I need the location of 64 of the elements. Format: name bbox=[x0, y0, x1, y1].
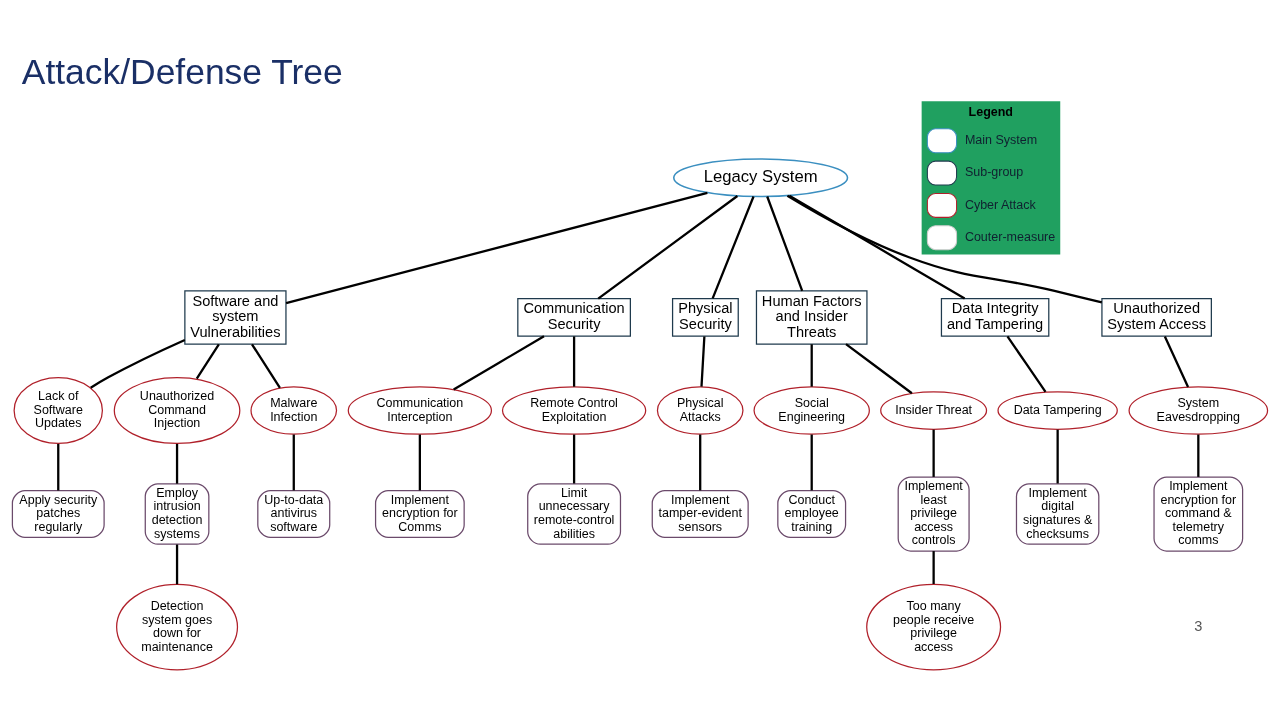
node-ellipse: Legacy System bbox=[673, 157, 849, 197]
connector bbox=[1197, 434, 1200, 477]
connector bbox=[572, 335, 576, 387]
connector bbox=[1056, 429, 1059, 483]
legend-label: Couter-measure bbox=[964, 229, 1056, 244]
node-box: Conduct employee training bbox=[777, 489, 847, 538]
node-box: Communication Security bbox=[517, 297, 631, 337]
legend-label: Sub-group bbox=[964, 164, 1024, 179]
connector bbox=[292, 434, 295, 490]
node-box: Data Integrity and Tampering bbox=[940, 297, 1050, 337]
label: Legend bbox=[968, 104, 1013, 119]
node-box: Limit unnecessary remote-control abilities bbox=[527, 482, 622, 545]
connector bbox=[810, 434, 813, 490]
connector bbox=[1163, 335, 1190, 387]
node-ellipse: Malware Infection bbox=[250, 385, 338, 435]
node-ellipse: Too many people receive privilege access bbox=[866, 583, 1002, 670]
node-box: Implement tamper-evident sensors bbox=[651, 489, 749, 538]
node-ellipse: Communication Interception bbox=[347, 385, 493, 435]
connector bbox=[788, 194, 966, 299]
node-box: Physical Security bbox=[671, 297, 739, 337]
legend-label: Cyber Attack bbox=[964, 197, 1036, 212]
node-box: Implement digital signatures & checksums bbox=[1015, 482, 1100, 545]
connector bbox=[57, 443, 60, 490]
diagram-title: Attack/Defense Tree bbox=[21, 51, 343, 92]
connector bbox=[932, 550, 935, 584]
connector bbox=[810, 343, 813, 387]
node-box: Implement encryption for command & telemetry comms bbox=[1153, 475, 1244, 552]
connector bbox=[453, 334, 545, 390]
node-box: Employ intrusion detection systems bbox=[144, 482, 210, 545]
connector bbox=[251, 343, 281, 388]
connector bbox=[175, 443, 179, 484]
node-ellipse: Unauthorized Command Injection bbox=[113, 376, 241, 444]
connector bbox=[285, 191, 708, 304]
connector bbox=[1006, 335, 1047, 392]
connector bbox=[766, 195, 804, 291]
label: 3 bbox=[1194, 617, 1203, 634]
connector bbox=[418, 434, 421, 490]
node-box: Implement least privilege access controls bbox=[897, 475, 970, 552]
node-box: Implement encryption for Comms bbox=[374, 489, 465, 538]
node-ellipse: Data Tampering bbox=[997, 390, 1118, 430]
connector bbox=[711, 195, 755, 299]
node-ellipse: Remote Control Exploitation bbox=[501, 385, 647, 435]
connector bbox=[932, 429, 935, 477]
connector bbox=[597, 194, 739, 299]
node-ellipse: Detection system goes down for maintenance bbox=[116, 583, 239, 670]
node-ellipse: System Eavesdropping bbox=[1128, 385, 1269, 435]
node-ellipse: Insider Threat bbox=[880, 390, 988, 430]
node-box: Up-to-data antivirus software bbox=[257, 489, 331, 538]
connector bbox=[700, 335, 706, 387]
node-ellipse: Social Engineering bbox=[753, 385, 870, 435]
connector bbox=[175, 544, 179, 584]
connector bbox=[90, 338, 186, 389]
legend-label: Main System bbox=[964, 132, 1038, 147]
connector bbox=[699, 434, 702, 490]
node-box: Apply security patches regularly bbox=[11, 489, 105, 538]
node-box: Human Factors and Insider Threats bbox=[755, 289, 868, 345]
connector bbox=[786, 194, 1103, 304]
node-ellipse: Physical Attacks bbox=[656, 385, 744, 435]
node-box: Software and system Vulnerabilities bbox=[184, 289, 287, 345]
connector bbox=[195, 343, 220, 379]
node-ellipse: Lack of Software Updates bbox=[13, 376, 103, 444]
connector bbox=[572, 434, 576, 483]
node-box: Unauthorized System Access bbox=[1101, 297, 1212, 337]
connector bbox=[845, 342, 913, 394]
